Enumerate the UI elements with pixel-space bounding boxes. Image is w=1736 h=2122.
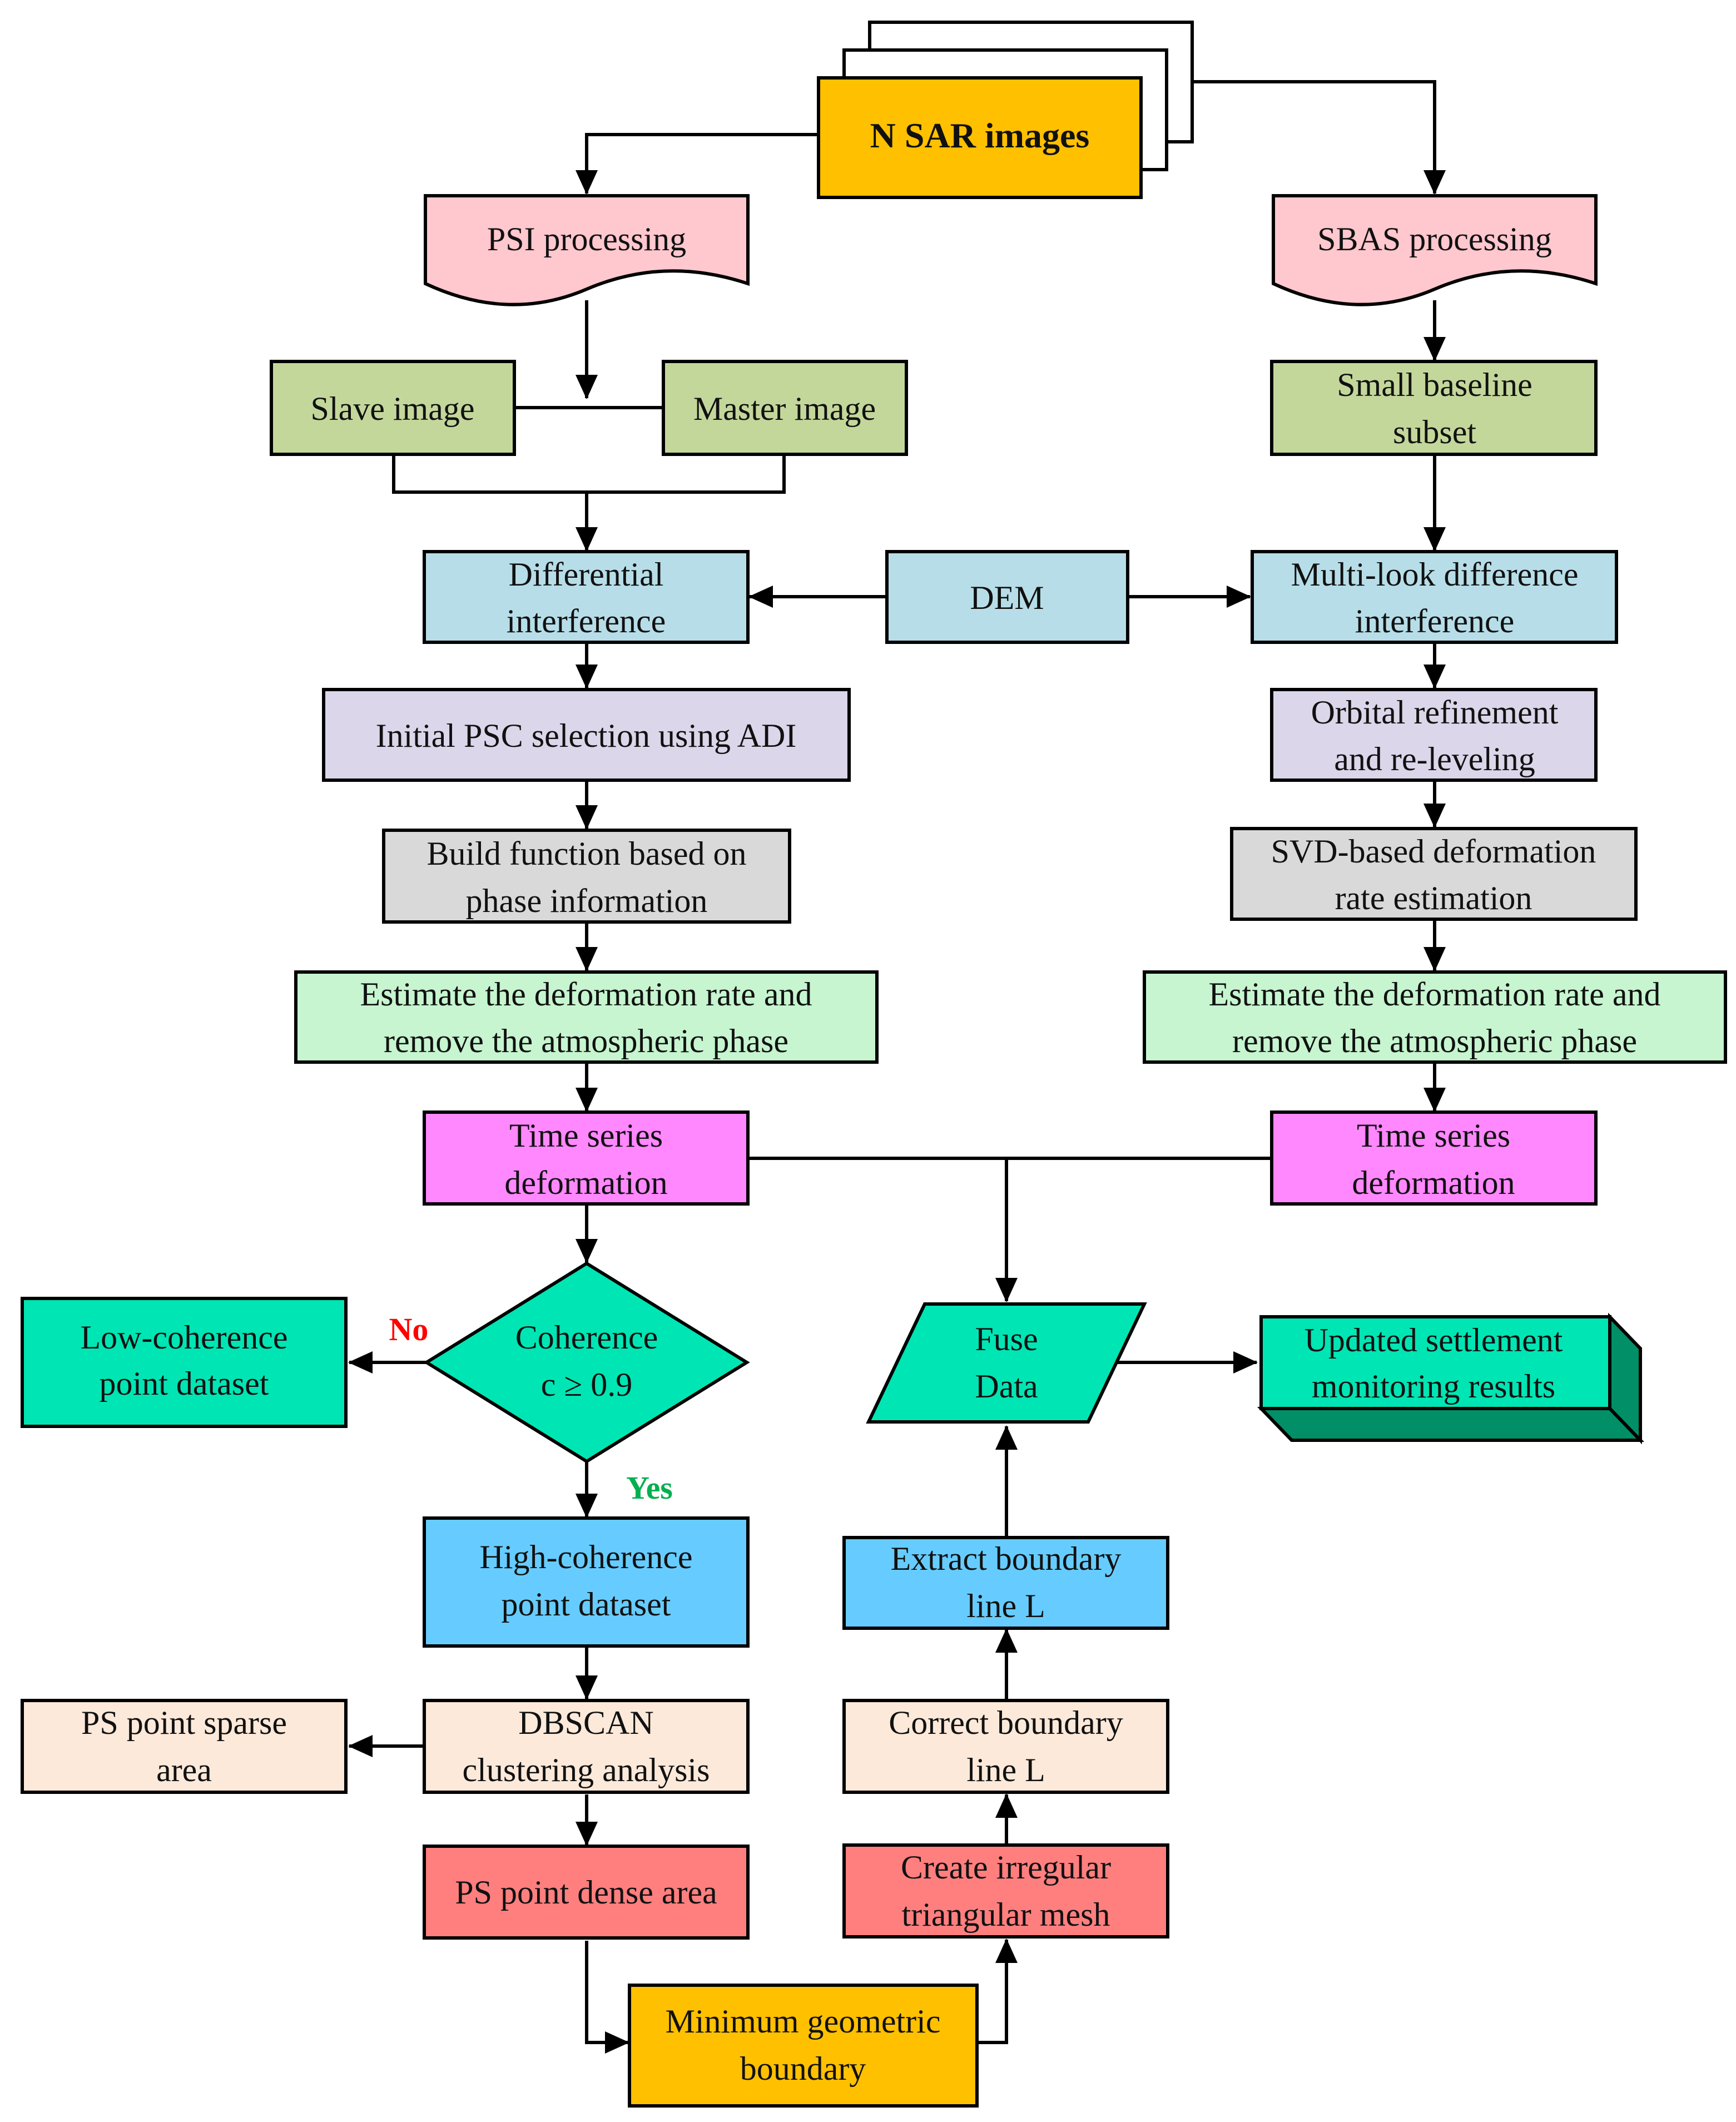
min-boundary-line1: Minimum geometric xyxy=(666,2003,941,2040)
estimate-right-line2: remove the atmospheric phase xyxy=(1232,1023,1637,1059)
node-correct-boundary: Correct boundary line L xyxy=(842,1699,1169,1794)
updated-line1: Updated settlement xyxy=(1305,1322,1563,1359)
small-baseline-line1: Small baseline xyxy=(1337,366,1532,403)
high-coherence-line2: point dataset xyxy=(502,1586,671,1623)
correct-line1: Correct boundary xyxy=(889,1704,1123,1741)
orbital-line1: Orbital refinement xyxy=(1311,694,1559,731)
coherence-line1: Coherence xyxy=(515,1319,658,1356)
ps-sparse-line2: area xyxy=(156,1752,212,1788)
fuse-line1: Fuse xyxy=(975,1321,1038,1357)
node-ps-dense: PS point dense area xyxy=(423,1845,750,1940)
node-sar-images: N SAR images xyxy=(817,21,1194,199)
node-psi-processing: PSI processing xyxy=(424,194,750,306)
build-line2: phase information xyxy=(466,882,708,919)
node-min-boundary: Minimum geometric boundary xyxy=(628,1984,979,2108)
node-ts-right: Time series deformation xyxy=(1270,1110,1598,1206)
node-master-image: Master image xyxy=(662,360,908,456)
node-low-coherence: Low-coherence point dataset xyxy=(21,1297,348,1428)
orbital-line2: and re-leveling xyxy=(1334,741,1535,777)
mesh-line1: Create irregular xyxy=(901,1849,1111,1886)
node-ps-sparse: PS point sparse area xyxy=(21,1699,348,1794)
correct-line2: line L xyxy=(966,1752,1045,1788)
node-initial-psc: Initial PSC selection using ADI xyxy=(322,688,851,782)
svd-line1: SVD-based deformation xyxy=(1271,833,1596,870)
node-dbscan: DBSCAN clustering analysis xyxy=(423,1699,750,1794)
svd-line2: rate estimation xyxy=(1335,880,1532,916)
ts-right-line2: deformation xyxy=(1352,1164,1515,1201)
edge-dense-to-min xyxy=(585,1941,629,2054)
connectors xyxy=(348,80,1446,2054)
slave-image-label: Slave image xyxy=(311,390,475,427)
updated-line2: monitoring results xyxy=(1312,1368,1555,1405)
node-differential-interference: Differential interference xyxy=(423,550,750,644)
node-dem: DEM xyxy=(885,550,1129,644)
node-extract-boundary: Extract boundary line L xyxy=(842,1536,1169,1630)
dbscan-line2: clustering analysis xyxy=(463,1752,710,1788)
dem-label: DEM xyxy=(970,579,1044,616)
node-fuse: Fuse Data xyxy=(866,1302,1147,1424)
edge-label-yes: Yes xyxy=(626,1470,673,1506)
psi-processing-label: PSI processing xyxy=(487,221,686,257)
extract-line1: Extract boundary xyxy=(891,1540,1122,1577)
edge-label-no: No xyxy=(389,1311,429,1347)
node-svd: SVD-based deformation rate estimation xyxy=(1230,827,1638,921)
min-boundary-line2: boundary xyxy=(740,2050,866,2087)
node-build-function: Build function based on phase informatio… xyxy=(382,829,791,924)
node-ts-left: Time series deformation xyxy=(423,1110,750,1206)
initial-psc-label: Initial PSC selection using ADI xyxy=(376,717,797,754)
node-estimate-right: Estimate the deformation rate and remove… xyxy=(1143,970,1727,1064)
node-high-coherence: High-coherence point dataset xyxy=(423,1516,750,1648)
extract-line2: line L xyxy=(966,1588,1045,1624)
sar-images-box xyxy=(817,76,1143,199)
edge-sar-to-sbas xyxy=(1193,80,1446,195)
edge-sar-to-psi xyxy=(576,133,817,195)
node-estimate-left: Estimate the deformation rate and remove… xyxy=(294,970,879,1064)
estimate-right-line1: Estimate the deformation rate and xyxy=(1208,976,1660,1013)
node-orbital: Orbital refinement and re-leveling xyxy=(1270,688,1598,782)
node-multilook: Multi-look difference interference xyxy=(1251,550,1618,644)
ts-left-line2: deformation xyxy=(504,1164,667,1201)
node-slave-image: Slave image xyxy=(270,360,516,456)
ts-right-line1: Time series xyxy=(1357,1117,1510,1154)
master-image-label: Master image xyxy=(693,390,876,427)
sar-images-label: N SAR images xyxy=(870,116,1090,155)
diff-line2: interference xyxy=(507,603,666,639)
sbas-processing-label: SBAS processing xyxy=(1317,221,1552,257)
mesh-line2: triangular mesh xyxy=(902,1896,1110,1933)
build-line1: Build function based on xyxy=(427,835,747,872)
edge-bracket-to-diff xyxy=(392,456,786,494)
node-create-mesh: Create irregular triangular mesh xyxy=(842,1843,1169,1938)
small-baseline-line2: subset xyxy=(1393,414,1476,450)
coherence-line2: c ≥ 0.9 xyxy=(541,1366,633,1403)
estimate-left-line1: Estimate the deformation rate and xyxy=(360,976,812,1013)
node-sbas-processing: SBAS processing xyxy=(1272,194,1598,306)
low-coherence-line2: point dataset xyxy=(100,1365,269,1402)
diff-line1: Differential xyxy=(509,556,664,593)
estimate-left-line2: remove the atmospheric phase xyxy=(384,1023,788,1059)
multilook-line1: Multi-look difference xyxy=(1291,556,1578,593)
fuse-line2: Data xyxy=(975,1368,1038,1405)
dbscan-line1: DBSCAN xyxy=(518,1704,653,1741)
node-coherence: Coherence c ≥ 0.9 xyxy=(423,1261,750,1464)
ts-left-line1: Time series xyxy=(509,1117,663,1154)
low-coherence-line1: Low-coherence xyxy=(80,1319,287,1356)
node-updated: Updated settlement monitoring results xyxy=(1257,1312,1645,1445)
node-small-baseline: Small baseline subset xyxy=(1270,360,1598,456)
high-coherence-line1: High-coherence xyxy=(479,1539,692,1575)
edge-min-to-mesh xyxy=(978,1938,1018,2044)
ps-sparse-line1: PS point sparse xyxy=(81,1704,287,1741)
ps-dense-label: PS point dense area xyxy=(455,1874,717,1911)
multilook-line2: interference xyxy=(1355,603,1514,639)
